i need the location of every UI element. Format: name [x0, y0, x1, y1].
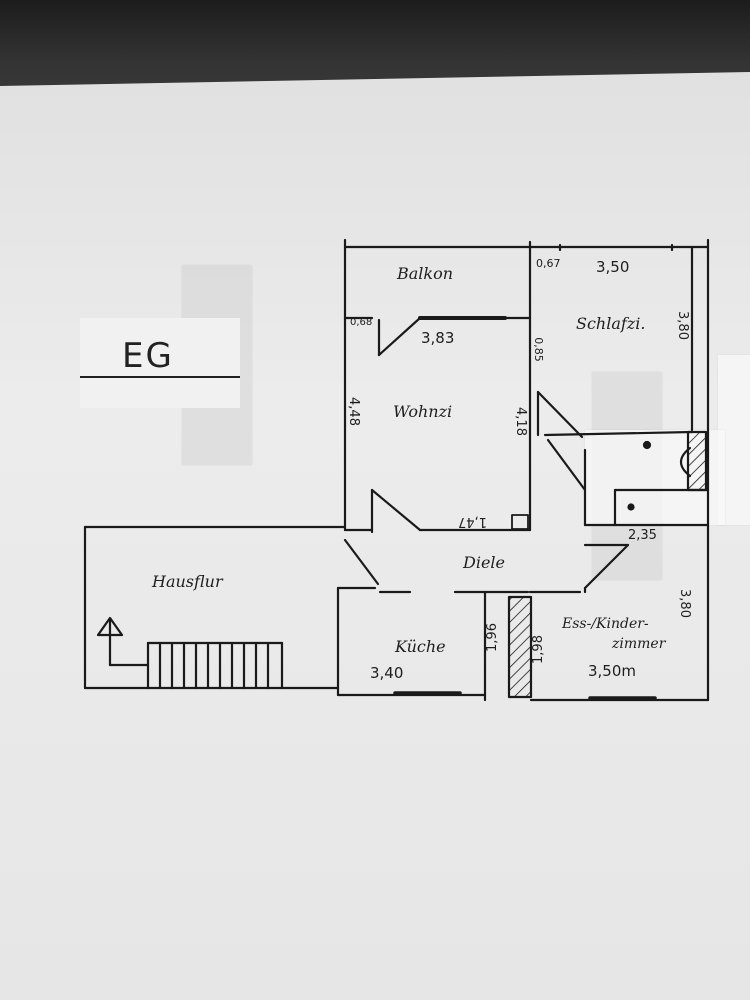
dim-bad-width: 2,35: [628, 528, 657, 543]
entrance-door-swing: [343, 538, 380, 586]
dim-wohnzimmer-wall-b: 0,85: [531, 337, 545, 362]
dim-kueche-width: 3,40: [370, 664, 404, 682]
dim-esszimmer-width: 3,50m: [588, 662, 637, 680]
room-label-wohnzimmer: Wohnzi: [393, 402, 453, 421]
dim-wohnzimmer-wall-a: 0,68: [350, 317, 373, 328]
floor-label-card: [80, 318, 240, 408]
bedroom-door-swing: [536, 390, 584, 439]
room-label-balkon: Balkon: [397, 264, 454, 283]
dim-schlafzimmer-depth: 3,80: [674, 311, 690, 340]
room-label-esszimmer-2: zimmer: [612, 636, 666, 652]
room-label-hausflur: Hausflur: [152, 572, 223, 591]
dim-esszimmer-depth: 3,80: [676, 589, 692, 618]
esszimmer-door-swing: [583, 543, 630, 590]
bathroom-shaft: [686, 430, 708, 492]
dim-wohnzimmer-bottom: 1,47: [458, 514, 487, 529]
dim-schlafzimmer-width: 3,50: [596, 258, 630, 276]
room-label-schlafzimmer: Schlafzi.: [576, 314, 646, 333]
dim-balkon-depth: 0,67: [536, 257, 561, 270]
dim-kamin-depth: 1,98: [530, 635, 546, 664]
chimney-hatched: [507, 595, 533, 699]
room-label-kueche: Küche: [395, 637, 446, 656]
floor-label: EG: [122, 336, 174, 376]
room-label-diele: Diele: [463, 553, 505, 572]
toilet-bowl: [679, 446, 692, 478]
wohnzimmer-door-swing: [370, 488, 422, 532]
dim-wohnzimmer-depth-right: 4,18: [512, 407, 528, 436]
balcony-door-swing: [377, 316, 422, 357]
floor-label-underline: [80, 376, 240, 378]
dim-kueche-depth: 1,96: [484, 623, 500, 652]
dim-wohnzimmer-width: 3,83: [421, 329, 455, 347]
dim-wohnzimmer-depth-left: 4,48: [345, 397, 361, 426]
room-label-esszimmer-1: Ess-/Kinder-: [562, 616, 649, 632]
